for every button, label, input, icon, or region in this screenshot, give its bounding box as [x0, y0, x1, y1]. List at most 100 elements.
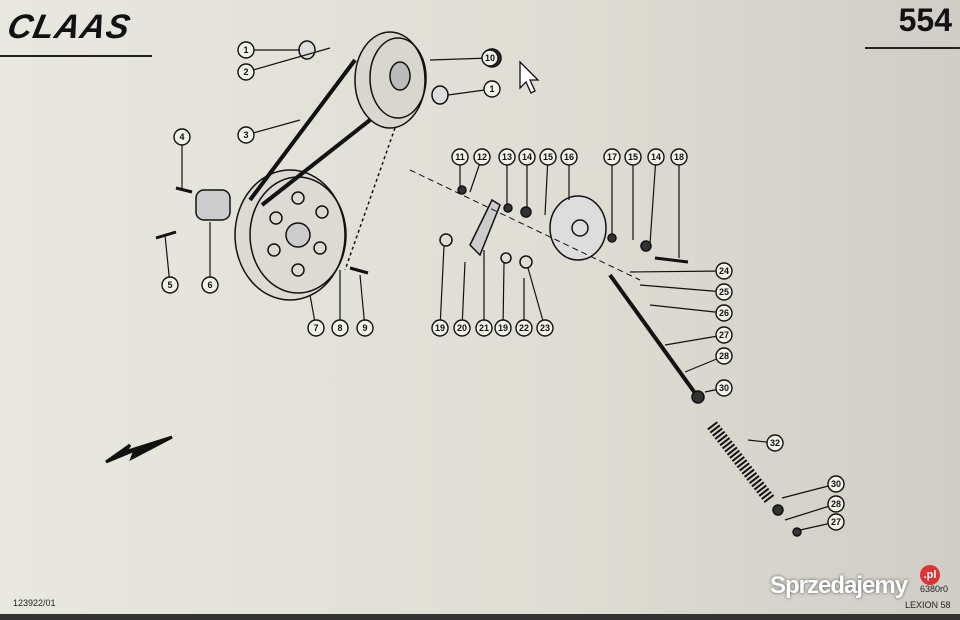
tensioner-pulley [549, 195, 607, 261]
callout-3: 3 [237, 119, 301, 144]
callout-27: 27 [799, 513, 845, 531]
callout-label: 32 [770, 438, 780, 448]
callout-circle [536, 319, 554, 337]
leader-line [649, 304, 725, 314]
tension-spring [707, 421, 775, 504]
callout-19: 19 [431, 245, 449, 337]
callout-circle [715, 304, 733, 322]
callout-circle [481, 49, 499, 67]
callout-label: 7 [313, 323, 318, 333]
callout-label: 24 [719, 266, 729, 276]
callout-14: 14 [647, 148, 665, 245]
leader-line [429, 57, 491, 61]
callout-27: 27 [664, 326, 733, 346]
callout-circle [647, 148, 665, 166]
callout-label: 16 [564, 152, 574, 162]
callout-label: 15 [543, 152, 553, 162]
callout-circle [603, 148, 621, 166]
callout-circle [451, 148, 469, 166]
callout-label: 12 [477, 152, 487, 162]
callout-label: 18 [674, 152, 684, 162]
callout-8: 8 [331, 270, 349, 337]
callout-25: 25 [639, 283, 733, 301]
callout-circle [498, 148, 516, 166]
callout-28: 28 [684, 347, 733, 373]
callout-32: 32 [747, 434, 784, 452]
callout-label: 28 [831, 499, 841, 509]
callout-label: 10 [485, 53, 495, 63]
callout-label: 14 [522, 152, 532, 162]
leader-line [781, 483, 837, 499]
leader-line [439, 245, 445, 329]
callout-circle [715, 347, 733, 365]
callout-label: 21 [479, 323, 489, 333]
callout-label: 3 [243, 130, 248, 140]
callout-circle [201, 276, 219, 294]
callout-18: 18 [670, 148, 688, 258]
callout-label: 2 [243, 67, 248, 77]
callout-circle [539, 148, 557, 166]
tension-lever [469, 198, 501, 257]
callout-circle [307, 319, 325, 337]
callout-label: 1 [489, 84, 494, 94]
callout-label: 23 [540, 323, 550, 333]
leader-line [784, 503, 837, 521]
drive-belt [248, 58, 372, 207]
callout-30: 30 [781, 475, 845, 499]
page-number: 554 [898, 2, 952, 38]
callout-30: 30 [704, 379, 733, 397]
callout-28: 28 [784, 495, 845, 521]
callout-17: 17 [603, 148, 621, 234]
callout-circle [715, 262, 733, 280]
callout-19: 19 [494, 262, 512, 337]
callout-4: 4 [173, 128, 191, 190]
callout-circle [483, 80, 501, 98]
screen-bezel [0, 614, 960, 620]
callout-label: 19 [498, 323, 508, 333]
leader-line [461, 261, 466, 329]
callout-label: 13 [502, 152, 512, 162]
callout-label: 22 [519, 323, 529, 333]
callout-label: 15 [628, 152, 638, 162]
callout-label: 14 [651, 152, 661, 162]
page-number-divider [865, 47, 960, 49]
callout-label: 30 [831, 479, 841, 489]
callout-5: 5 [161, 234, 179, 294]
callout-16: 16 [560, 148, 578, 200]
header-divider [0, 55, 152, 57]
callout-10: 10 [429, 49, 499, 67]
leader-line [245, 119, 301, 136]
leader-line [664, 334, 725, 346]
callout-circle [827, 495, 845, 513]
callout-circle [715, 283, 733, 301]
callout-label: 17 [607, 152, 617, 162]
callout-label: 9 [362, 323, 367, 333]
callout-label: 11 [455, 152, 465, 162]
tension-rod [608, 273, 702, 402]
direction-arrow-icon [105, 435, 173, 464]
callout-circle [475, 319, 493, 337]
callout-circle [237, 63, 255, 81]
callout-circle [161, 276, 179, 294]
callout-label: 5 [167, 280, 172, 290]
callout-26: 26 [649, 304, 733, 322]
callout-circle [766, 434, 784, 452]
callout-label: 6 [207, 280, 212, 290]
leader-line [639, 284, 725, 293]
callout-label: 20 [457, 323, 467, 333]
callout-21: 21 [475, 250, 493, 337]
callout-label: 30 [719, 383, 729, 393]
callout-circle [237, 41, 255, 59]
callout-label: 8 [337, 323, 342, 333]
callout-circle [624, 148, 642, 166]
leader-line [649, 156, 657, 245]
callout-11: 11 [451, 148, 469, 188]
callout-label: 19 [435, 323, 445, 333]
leader-line [245, 47, 331, 73]
callout-7: 7 [307, 294, 325, 337]
callout-20: 20 [453, 261, 471, 337]
watermark-badge: .pl [920, 565, 940, 585]
